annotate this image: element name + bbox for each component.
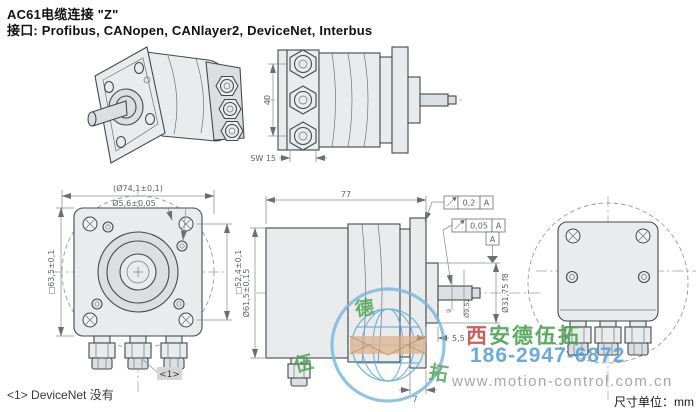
datum-a-flag: A xyxy=(485,231,500,263)
watermark-char-right: 拓 xyxy=(427,360,450,386)
runout-1-value: 0,2 xyxy=(463,199,476,208)
top-side-view: 40 SW 15 xyxy=(250,46,462,163)
iso-view xyxy=(87,46,245,164)
page-subtitle: 接口: Profibus, CANopen, CANlayer2, Device… xyxy=(7,23,373,38)
dim-shaft-dia-label: Ø9,52 xyxy=(463,298,471,318)
dim-body-dia-label: Ø61,5±0,15 xyxy=(241,269,251,318)
runout-1-datum: A xyxy=(484,199,490,208)
screw-icon xyxy=(82,216,194,328)
footnote-devicenet: <1> DeviceNet 没有 xyxy=(7,388,114,402)
runout-icon xyxy=(452,197,457,202)
dim-flange-thk-label: 7 xyxy=(412,395,417,404)
dim-bolt-circle-label: (Ø74,1±0,1) xyxy=(113,183,163,193)
datum-triangle-icon xyxy=(487,256,498,263)
dim-square-left-label: □63,5±0,1 xyxy=(47,250,56,295)
dim-hole-label: Ø5,6±0,05 xyxy=(112,198,156,208)
dim-collar-depth-label: 5,5 xyxy=(452,334,465,343)
runout-tolerance-frame-2: 0,05 A xyxy=(442,218,506,285)
cable-glands-rear xyxy=(564,320,652,356)
page-title: AC61电缆连接 "Z" xyxy=(7,7,119,22)
dim-40-label: 40 xyxy=(263,95,272,105)
runout-2-datum: A xyxy=(496,222,502,231)
front-view: (Ø74,1±0,1) Ø5,6±0,05 □63,5±0,1 □52,4±0,… xyxy=(47,183,243,392)
runout-2-value: 0,05 xyxy=(470,222,488,231)
callout-1-label: <1> xyxy=(159,370,180,380)
datum-a-label: A xyxy=(490,235,496,244)
dim-sw15-label: SW 15 xyxy=(250,154,276,163)
watermark-logo: 德 伍 拓 xyxy=(291,287,450,403)
dim-77-label: 77 xyxy=(341,190,351,199)
rear-view xyxy=(527,196,696,400)
envelope-icon xyxy=(350,336,426,354)
runout-icon xyxy=(460,220,465,225)
dim-square-right-label: □52,4±0,1 xyxy=(234,250,243,295)
dim-collar-label: Ø31,75 f8 xyxy=(500,273,510,313)
side-section-view: 77 Ø61,5±0,15 0,2 A xyxy=(241,190,540,404)
cable-glands-front xyxy=(88,335,188,370)
watermark-char-top: 德 xyxy=(353,296,375,321)
runout-tolerance-frame-1: 0,2 A xyxy=(424,195,494,222)
units-note: 尺寸单位：mm xyxy=(614,395,694,409)
dim-shaft-len-label: 9 xyxy=(445,309,453,313)
